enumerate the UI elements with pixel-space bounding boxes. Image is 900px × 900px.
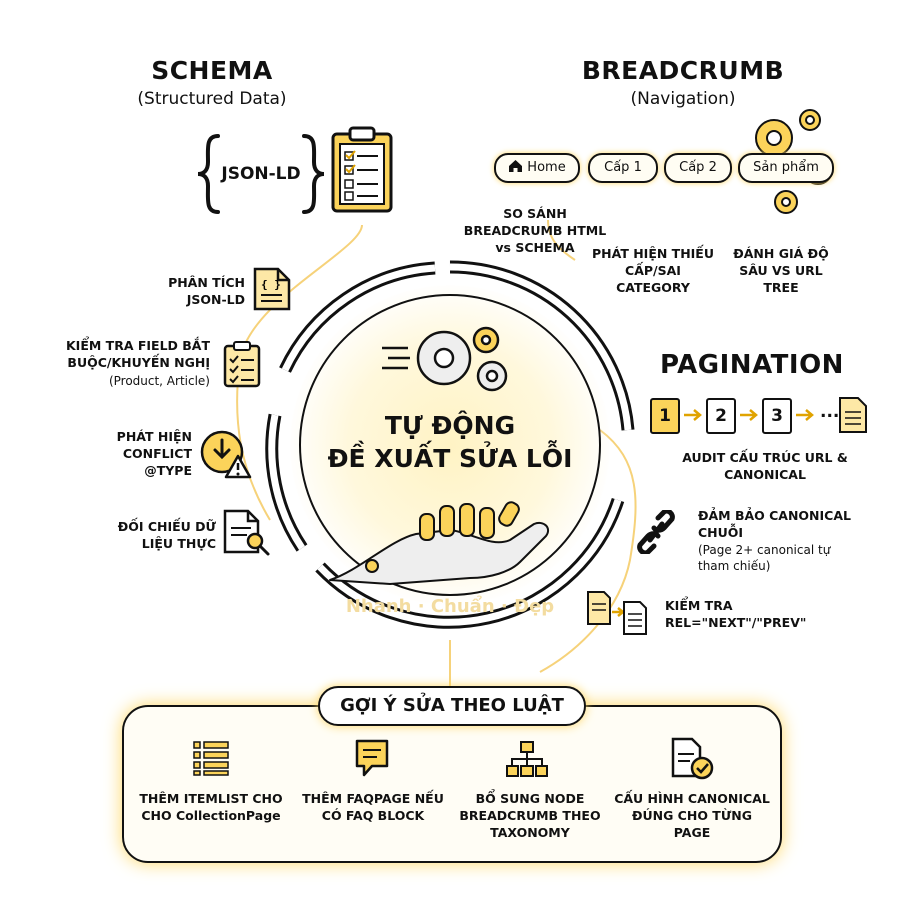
breadcrumb-item-3: ĐÁNH GIÁ ĐỘ SÂU VS URL TREE bbox=[733, 246, 829, 295]
arrow-icon bbox=[740, 409, 758, 421]
arrow-icon bbox=[796, 409, 814, 421]
svg-text:{ }: { } bbox=[261, 278, 281, 291]
page-box-3-label: 3 bbox=[771, 406, 783, 426]
center-ring bbox=[265, 260, 635, 629]
breadcrumb-item-2: PHÁT HIỆN THIẾU CẤP/SAI CATEGORY bbox=[592, 246, 714, 295]
crumb-home[interactable]: Home bbox=[494, 153, 580, 183]
code-file-icon: { } bbox=[253, 267, 291, 311]
rules-item-4: CẤU HÌNH CANONICAL ĐÚNG CHO TỪNG PAGE bbox=[614, 791, 770, 840]
rules-item-2: THÊM FAQPAGE NẾU CÓ FAQ BLOCK bbox=[302, 791, 444, 823]
json-ld-label: JSON-LD bbox=[221, 164, 301, 184]
crumb-product[interactable]: Sản phẩm bbox=[738, 153, 834, 183]
crumb-home-label: Home bbox=[527, 160, 566, 175]
pagination-item-2-note: (Page 2+ canonical tự tham chiếu) bbox=[698, 543, 831, 573]
crumb-level-1[interactable]: Cấp 1 bbox=[588, 153, 658, 183]
schema-title: SCHEMA bbox=[151, 56, 273, 85]
page-box-1-label: 1 bbox=[659, 406, 671, 426]
watermark-text: Nhanh · Chuẩn · Đẹp bbox=[345, 596, 555, 617]
breadcrumb-item-1: SO SÁNH BREADCRUMB HTML vs SCHEMA bbox=[463, 206, 607, 255]
curly-braces-icon bbox=[197, 134, 325, 214]
breadcrumb-subtitle: (Navigation) bbox=[630, 89, 736, 109]
home-icon bbox=[508, 157, 523, 183]
page-box-2[interactable]: 2 bbox=[706, 398, 736, 434]
list-icon bbox=[193, 741, 229, 776]
page-box-1[interactable]: 1 bbox=[650, 398, 680, 434]
center-title-line-1: TỰ ĐỘNG bbox=[384, 411, 516, 440]
crumb-product-label: Sản phẩm bbox=[753, 160, 819, 175]
schema-item-3: PHÁT HIỆN CONFLICT @TYPE bbox=[116, 429, 192, 478]
verified-file-icon bbox=[671, 737, 714, 780]
schema-item-4: ĐỐI CHIẾU DỮ LIỆU THỰC bbox=[117, 519, 216, 551]
center-gears-icon bbox=[382, 326, 508, 392]
rules-title: GỢI Ý SỬA THEO LUẬT bbox=[318, 686, 586, 726]
checklist-icon bbox=[223, 341, 261, 388]
page-box-2-label: 2 bbox=[715, 406, 727, 426]
chain-link-icon bbox=[637, 510, 675, 554]
schema-subtitle: (Structured Data) bbox=[137, 89, 287, 109]
rules-item-3: BỔ SUNG NODE BREADCRUMB THEO TAXONOMY bbox=[459, 791, 601, 840]
pagination-item-2: ĐẢM BẢO CANONICAL CHUỖI bbox=[698, 508, 851, 540]
document-search-icon bbox=[223, 509, 270, 556]
page-box-3[interactable]: 3 bbox=[762, 398, 792, 434]
crumb-level-2-label: Cấp 2 bbox=[679, 160, 717, 175]
center-title-line-2: ĐỀ XUẤT SỬA LỖI bbox=[327, 444, 573, 473]
pagination-title: PAGINATION bbox=[660, 350, 844, 380]
page-flow-icon bbox=[587, 591, 647, 635]
robot-hand-icon bbox=[329, 501, 550, 585]
rules-item-1: THÊM ITEMLIST CHO CHO CollectionPage bbox=[139, 791, 283, 823]
schema-item-1: PHÂN TÍCH JSON-LD bbox=[168, 275, 245, 307]
crumb-level-1-label: Cấp 1 bbox=[604, 160, 642, 175]
breadcrumb-title: BREADCRUMB bbox=[581, 56, 785, 85]
pagination-item-1: AUDIT CẤU TRÚC URL & CANONICAL bbox=[682, 450, 848, 482]
chat-bubble-icon bbox=[355, 739, 389, 777]
arrow-icon bbox=[684, 409, 702, 421]
conflict-warning-icon bbox=[200, 430, 252, 479]
schema-item-2-note: (Product, Article) bbox=[108, 374, 210, 388]
crumb-level-2[interactable]: Cấp 2 bbox=[664, 153, 732, 183]
clipboard-checklist-icon bbox=[331, 126, 393, 213]
pagination-item-3: KIỂM TRA REL="NEXT"/"PREV" bbox=[665, 598, 807, 630]
page-ellipsis: ... bbox=[820, 402, 840, 422]
rules-panel bbox=[122, 705, 782, 863]
schema-item-2: KIỂM TRA FIELD BẮT BUỘC/KHUYẾN NGHỊ bbox=[66, 338, 210, 370]
hierarchy-icon bbox=[506, 741, 548, 777]
json-ld-braces bbox=[196, 132, 326, 216]
page-document-icon bbox=[839, 397, 867, 433]
